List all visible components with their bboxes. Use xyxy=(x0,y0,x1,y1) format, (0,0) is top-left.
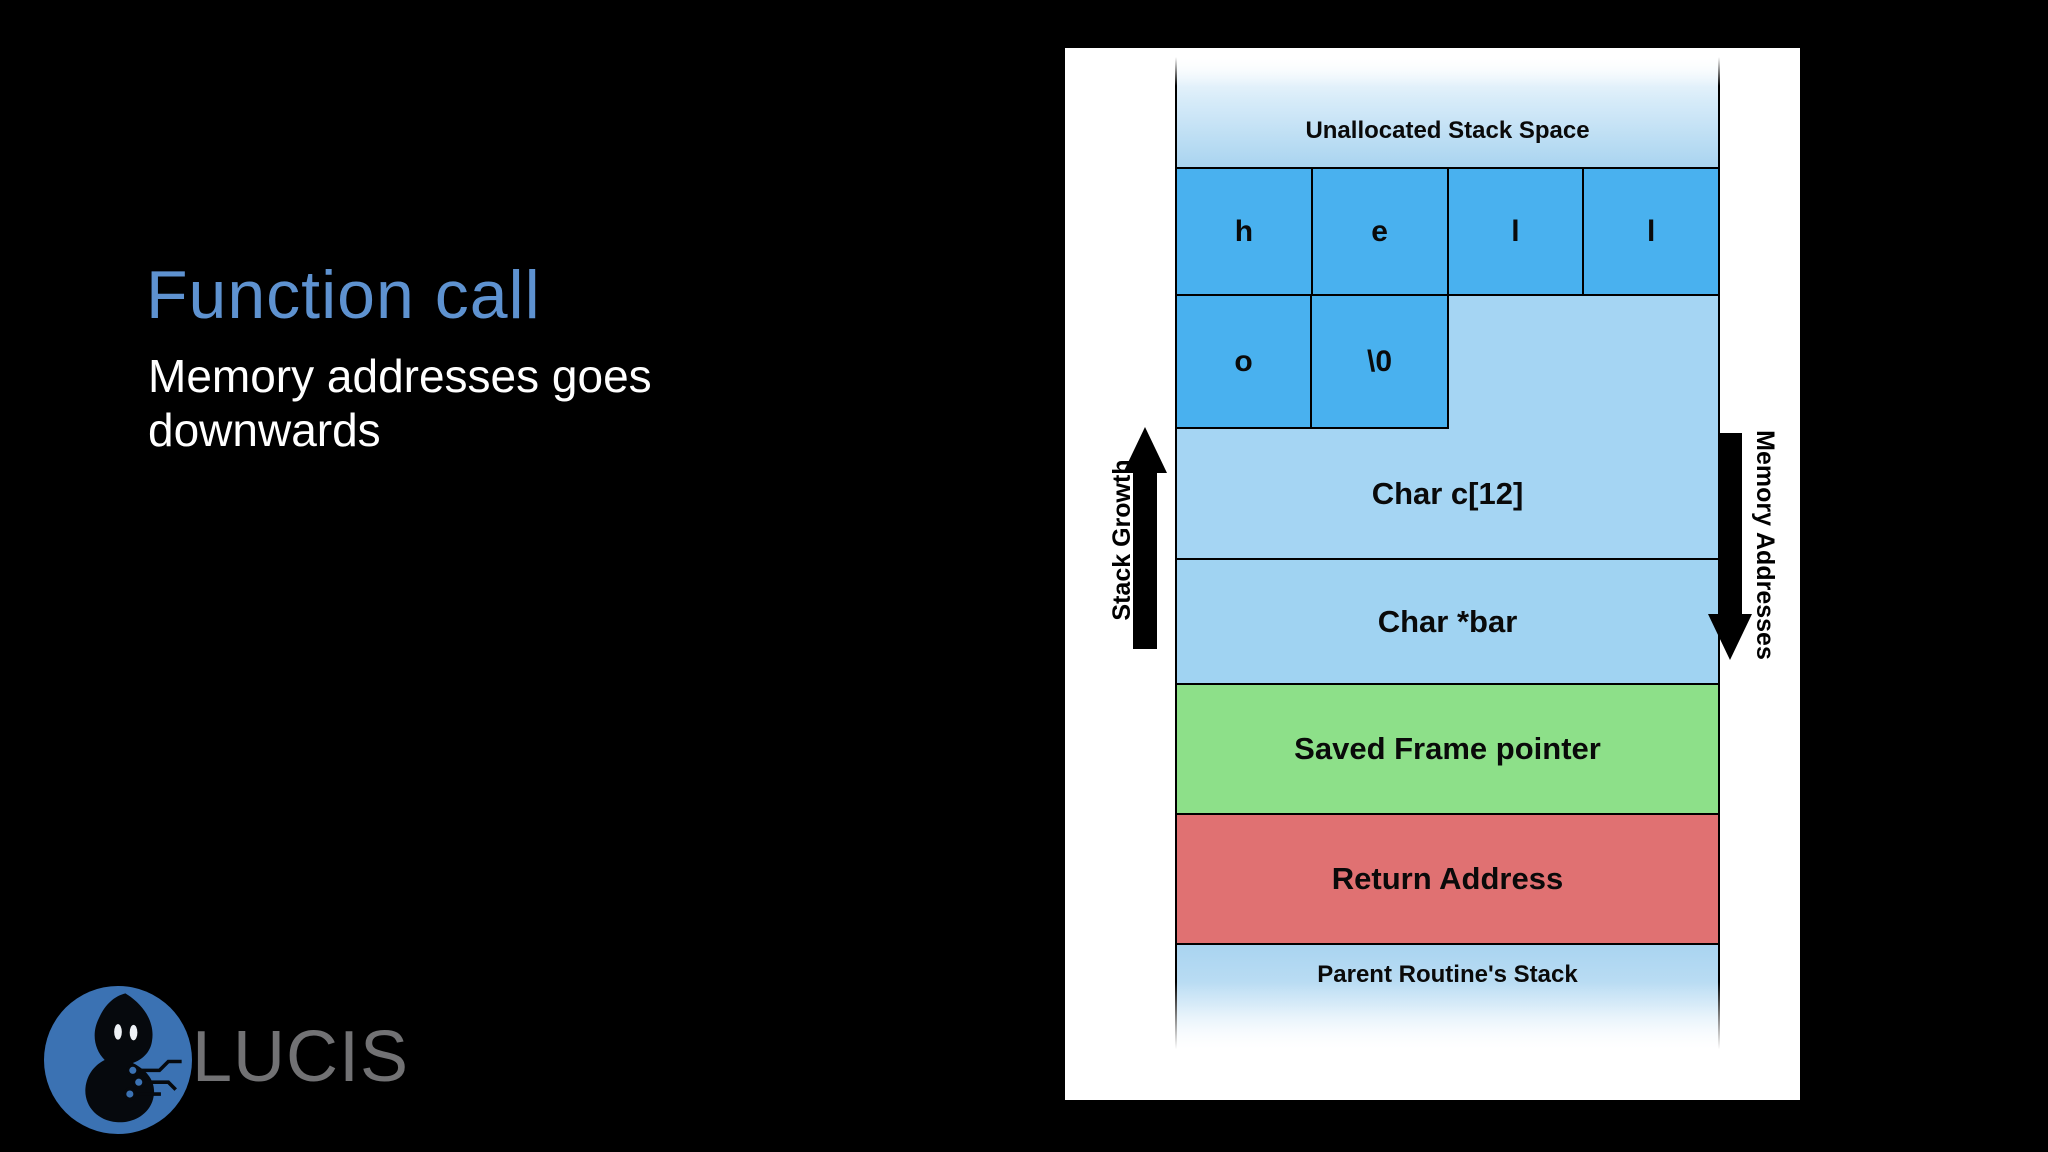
stack-cell-o: o xyxy=(1177,296,1312,429)
char-cells-row-1: h e l l xyxy=(1177,167,1718,294)
char-pointer-block: Char *bar xyxy=(1177,558,1718,683)
arrow-down-shaft xyxy=(1718,433,1742,614)
memory-addresses-label: Memory Addresses xyxy=(1751,430,1779,660)
circuit-traces xyxy=(132,1059,182,1096)
parent-routine-stack-block: Parent Routine's Stack xyxy=(1177,943,1718,1065)
stack-cell-l1: l xyxy=(1448,169,1585,294)
slide-subtitle: Memory addresses goes downwards xyxy=(148,350,652,456)
saved-frame-pointer-block: Saved Frame pointer xyxy=(1177,683,1718,813)
stack-cell-null-terminator: \0 xyxy=(1312,296,1449,429)
lucis-logo-icon xyxy=(44,986,192,1134)
stack-growth-label: Stack Growth xyxy=(1108,459,1136,621)
brand-name: LUCIS xyxy=(192,1017,410,1097)
char-pointer-label: Char *bar xyxy=(1377,603,1518,639)
ghost-silhouette xyxy=(85,993,155,1123)
unallocated-stack-block: Unallocated Stack Space xyxy=(1177,53,1718,167)
stack-cell-l2: l xyxy=(1584,169,1718,294)
stack-diagram: Unallocated Stack Space h e l l o \0 Cha… xyxy=(1175,52,1720,1066)
unallocated-stack-label: Unallocated Stack Space xyxy=(1305,117,1590,144)
arrow-down-head xyxy=(1708,614,1752,660)
parent-routine-stack-label: Parent Routine's Stack xyxy=(1317,961,1578,988)
diagram-panel: Unallocated Stack Space h e l l o \0 Cha… xyxy=(1065,48,1800,1100)
return-address-block: Return Address xyxy=(1177,813,1718,943)
char-array-label-row: Char c[12] xyxy=(1177,429,1718,558)
stack-cell-e: e xyxy=(1312,169,1449,294)
saved-frame-pointer-label: Saved Frame pointer xyxy=(1294,731,1601,766)
circuit-nodes xyxy=(123,1063,146,1101)
return-address-label: Return Address xyxy=(1331,861,1564,896)
stack-cell-h: h xyxy=(1177,169,1313,294)
arrow-up-shaft xyxy=(1133,473,1157,649)
memory-addresses-arrow-icon xyxy=(1708,433,1752,660)
arrow-up-head xyxy=(1123,427,1167,473)
ghost-eye-left xyxy=(114,1024,122,1040)
slide-title: Function call xyxy=(146,257,541,333)
stack-growth-arrow-icon xyxy=(1123,427,1167,649)
char-array-label: Char c[12] xyxy=(1371,475,1524,511)
ghost-eye-right xyxy=(129,1024,138,1041)
char-array-block: o \0 Char c[12] xyxy=(1177,294,1718,558)
